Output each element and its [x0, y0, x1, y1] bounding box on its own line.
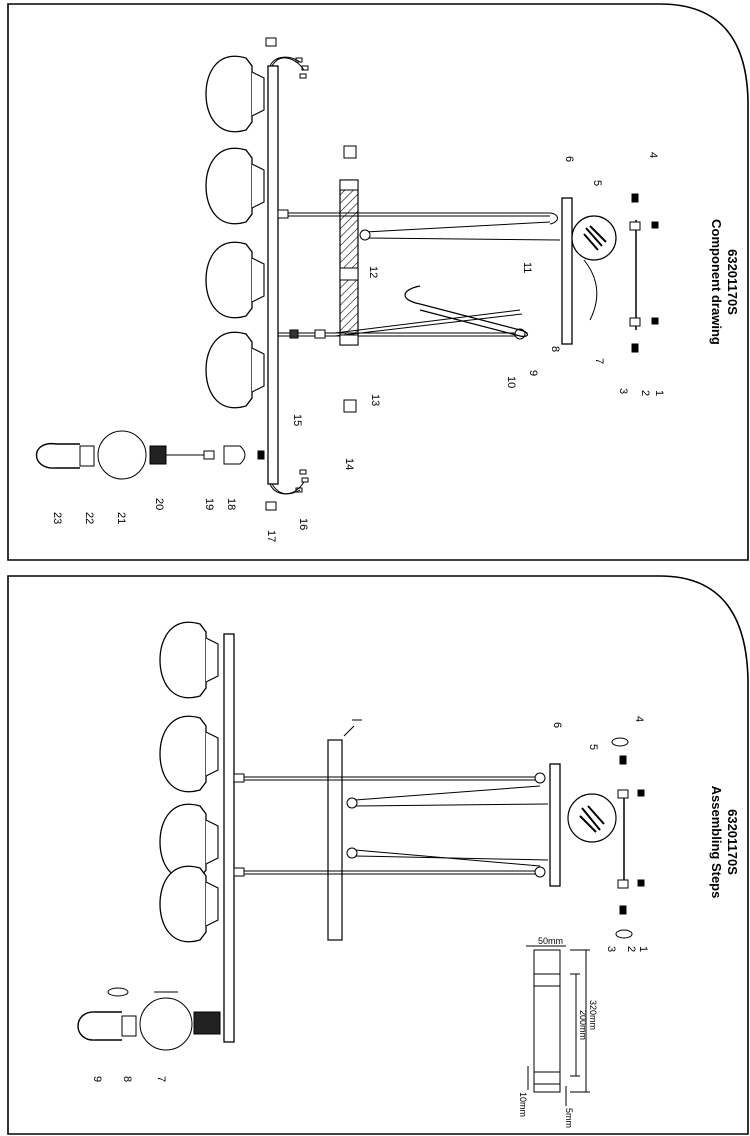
step-label-6: 6 [551, 722, 563, 728]
dimension-labels: 50mm 320mm 200mm 10mm 5mm [518, 936, 598, 1128]
component-number-labels: 1 2 3 4 5 6 7 8 9 10 11 12 13 14 15 16 1… [51, 152, 665, 542]
assembly-title: Assembling Steps [709, 786, 724, 899]
wire-bundle-top [269, 56, 309, 79]
assembly-model: 63201170S [725, 809, 740, 875]
step-label-8: 8 [121, 1076, 133, 1082]
component-title: Component drawing [709, 219, 724, 345]
dim-width: 50mm [538, 936, 563, 946]
step-label-7: 7 [155, 1076, 167, 1082]
label-3: 3 [617, 388, 629, 394]
assembly-globe-shade [159, 621, 219, 943]
label-19: 19 [203, 498, 215, 510]
step-label-9: 9 [91, 1076, 103, 1082]
label-15: 15 [291, 414, 303, 426]
label-23: 23 [51, 512, 63, 524]
dim-hole: 10mm [518, 1092, 528, 1117]
step-label-4: 4 [633, 716, 645, 722]
label-1: 1 [653, 390, 665, 396]
label-13: 13 [369, 394, 381, 406]
label-6: 6 [563, 156, 575, 162]
assembly-wire-circle [567, 793, 617, 843]
component-panel-frame [7, 3, 749, 561]
label-10: 10 [505, 376, 517, 388]
hatched-rod [339, 179, 359, 346]
label-2: 2 [639, 390, 651, 396]
label-14: 14 [343, 458, 355, 470]
loop-cable [404, 285, 529, 337]
assembly-number-labels: 1 2 3 4 5 6 7 8 9 [91, 716, 649, 1082]
end-cap-top [265, 37, 277, 47]
label-4: 4 [647, 152, 659, 158]
label-17: 17 [265, 530, 277, 542]
main-bar [267, 65, 279, 485]
label-21: 21 [115, 512, 127, 524]
cap-14-top [343, 145, 357, 159]
assembly-panel: 63201170S Assembling Steps [7, 575, 749, 1135]
globe-shade [205, 55, 265, 409]
component-panel: 63201170S Component drawing [7, 3, 749, 561]
wire-bundle-bottom [269, 469, 309, 495]
dim-edge: 5mm [564, 1108, 574, 1128]
label-11: 11 [521, 262, 533, 273]
cap-14-bottom [343, 399, 357, 413]
step-label-3: 3 [605, 946, 617, 952]
dimension-drawing [526, 945, 590, 1106]
label-18: 18 [225, 498, 237, 510]
dim-length: 320mm [588, 1000, 598, 1030]
label-16: 16 [297, 518, 309, 530]
label-9: 9 [527, 370, 539, 376]
label-8: 8 [549, 346, 561, 352]
ceiling-plate [561, 197, 573, 345]
suspension-cables [277, 209, 561, 340]
end-cap-bottom [265, 501, 277, 511]
assembly-main-bar [223, 633, 235, 1043]
step-label-5: 5 [587, 744, 599, 750]
label-7: 7 [593, 358, 605, 364]
label-5: 5 [591, 180, 603, 186]
step-label-1: 1 [637, 946, 649, 952]
spare-parts [35, 430, 265, 480]
assembly-ceiling-plate [549, 763, 561, 887]
label-22: 22 [83, 512, 95, 524]
assembly-mounting-bracket [611, 737, 645, 939]
step-label-2: 2 [625, 946, 637, 952]
dim-inner: 200mm [578, 1010, 588, 1040]
assembly-center-rod [327, 739, 343, 941]
assembly-cables [233, 772, 549, 878]
assembly-panel-frame [7, 575, 749, 1135]
component-model: 63201170S [725, 249, 740, 315]
label-20: 20 [153, 498, 165, 510]
mounting-bracket [629, 193, 659, 353]
label-12: 12 [367, 266, 379, 278]
assembly-globe-detail [77, 987, 221, 1051]
